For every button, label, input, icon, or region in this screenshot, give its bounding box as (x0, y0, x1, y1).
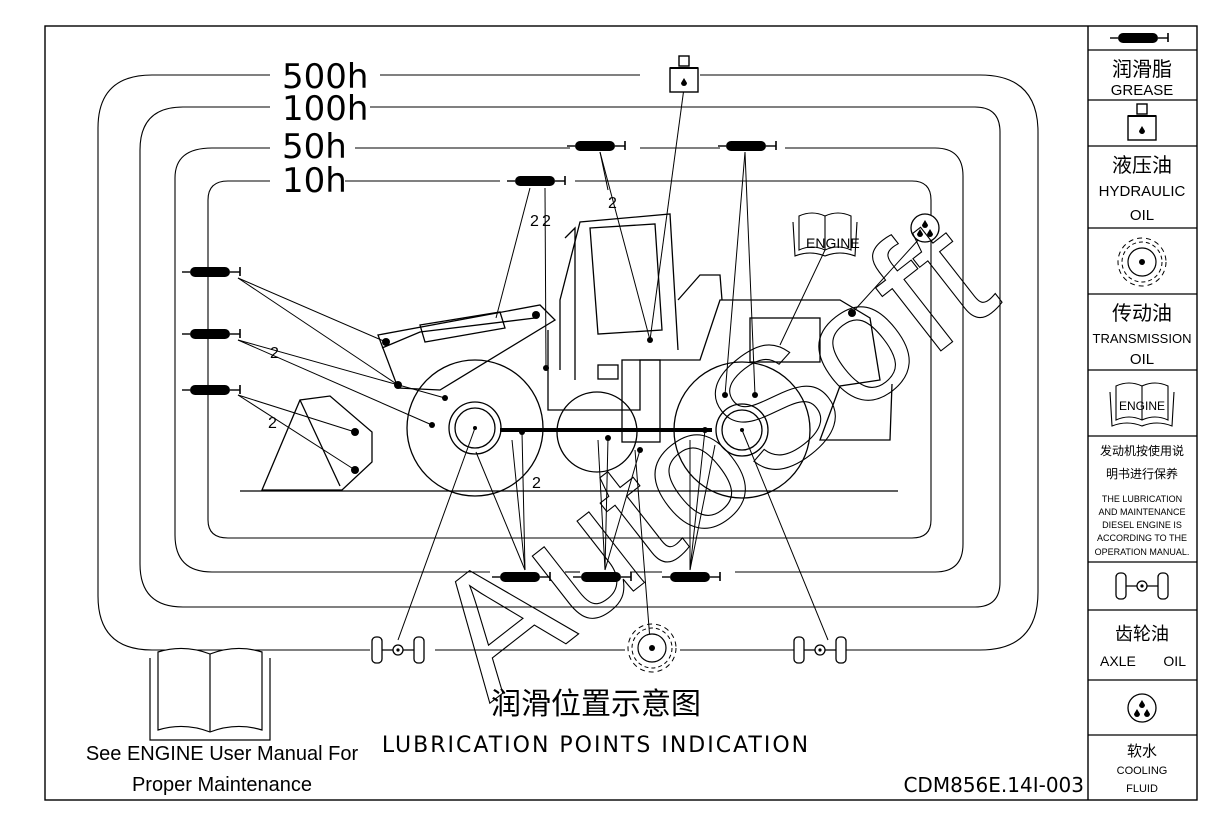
leader-lines (237, 87, 921, 641)
legend-transmission-cn: 传动油 (1112, 302, 1172, 325)
grease-gun-icon (717, 140, 777, 152)
legend-engine-tag: ENGINE (1119, 399, 1165, 413)
legend-cooling-icon (1127, 693, 1157, 723)
legend-cooling-en2: FLUID (1126, 783, 1158, 795)
axle-oil-icon (793, 636, 847, 664)
legend-axle-icon (1115, 572, 1169, 600)
legend-engine-en2: AND MAINTENANCE (1098, 507, 1185, 517)
manual-book-icon (149, 647, 271, 741)
grease-gun-icon (506, 175, 566, 187)
legend-dividers (1088, 49, 1197, 736)
cab (559, 213, 679, 370)
outer-frame (44, 25, 1198, 801)
legend-grease-gun-icon (1109, 32, 1169, 44)
legend-axle-cn: 齿轮油 (1115, 624, 1169, 644)
grease-gun-icon (181, 266, 241, 278)
legend-engine-en1: THE LUBRICATION (1102, 494, 1182, 504)
legend-engine-en3: DIESEL ENGINE IS (1102, 520, 1182, 530)
callout-label: 2 (608, 195, 617, 212)
bucket (261, 395, 373, 491)
legend-axle-en1: AXLE (1100, 653, 1136, 669)
legend-transmission-en: TRANSMISSION (1093, 331, 1192, 346)
legend-transmission-en2: OIL (1130, 351, 1154, 368)
transmission-box (621, 359, 661, 443)
grease-gun-icon (566, 140, 626, 152)
legend-axle-en2: OIL (1163, 653, 1186, 669)
drawing-number: CDM856E.14Ⅰ-003 (903, 773, 1084, 797)
manual-note-line1: See ENGINE User Manual For (86, 743, 359, 765)
legend-engine-cn1: 发动机按使用说 (1100, 443, 1184, 458)
legend-engine-cn2: 明书进行保养 (1106, 466, 1178, 481)
engine-tag: ENGINE (806, 235, 860, 251)
interval-label-500h: 500h (282, 57, 368, 97)
radiator-grille (749, 317, 821, 363)
callout-label: 2 (270, 345, 279, 362)
manual-note-line2: Proper Maintenance (132, 774, 312, 796)
legend-grease-en: GREASE (1111, 82, 1174, 99)
tilt-cylinder (419, 311, 506, 343)
hydraulic-tank-icon (669, 55, 699, 93)
legend-engine-en4: ACCORDING TO THE (1097, 533, 1187, 543)
legend-hydraulic-cn: 液压油 (1112, 154, 1172, 177)
boom-arm (377, 304, 557, 391)
interval-label-50h: 50h (282, 127, 347, 167)
grease-gun-icon (181, 328, 241, 340)
axle-oil-icon (371, 636, 425, 664)
interval-frame-500h (97, 74, 370, 651)
callout-label: 2 (530, 213, 539, 230)
grease-gun-icon (181, 384, 241, 396)
legend-transmission-gear-icon (1117, 237, 1167, 287)
chassis (547, 299, 893, 441)
legend-engine-en5: OPERATION MANUAL. (1095, 547, 1190, 557)
callout-label: 2 (532, 475, 541, 492)
legend-hydraulic-icon (1127, 103, 1157, 141)
legend-cooling-en1: COOLING (1117, 765, 1168, 777)
title-english: LUBRICATION POINTS INDICATION (382, 733, 810, 758)
callout-label: 2 (542, 213, 551, 230)
interval-label-10h: 10h (282, 161, 347, 201)
interval-frames (97, 74, 1039, 651)
title-chinese: 润滑位置示意图 (491, 687, 701, 722)
legend-cooling-cn: 软水 (1127, 743, 1157, 760)
legend-hydraulic-en2: OIL (1130, 207, 1154, 224)
callout-label: 2 (268, 415, 277, 432)
interval-label-100h: 100h (282, 89, 368, 129)
legend-hydraulic-en: HYDRAULIC (1099, 183, 1186, 200)
wheel-loader-drawing (240, 213, 898, 499)
legend-grease-cn: 润滑脂 (1112, 58, 1172, 81)
interval-frame-100h (139, 106, 1001, 608)
